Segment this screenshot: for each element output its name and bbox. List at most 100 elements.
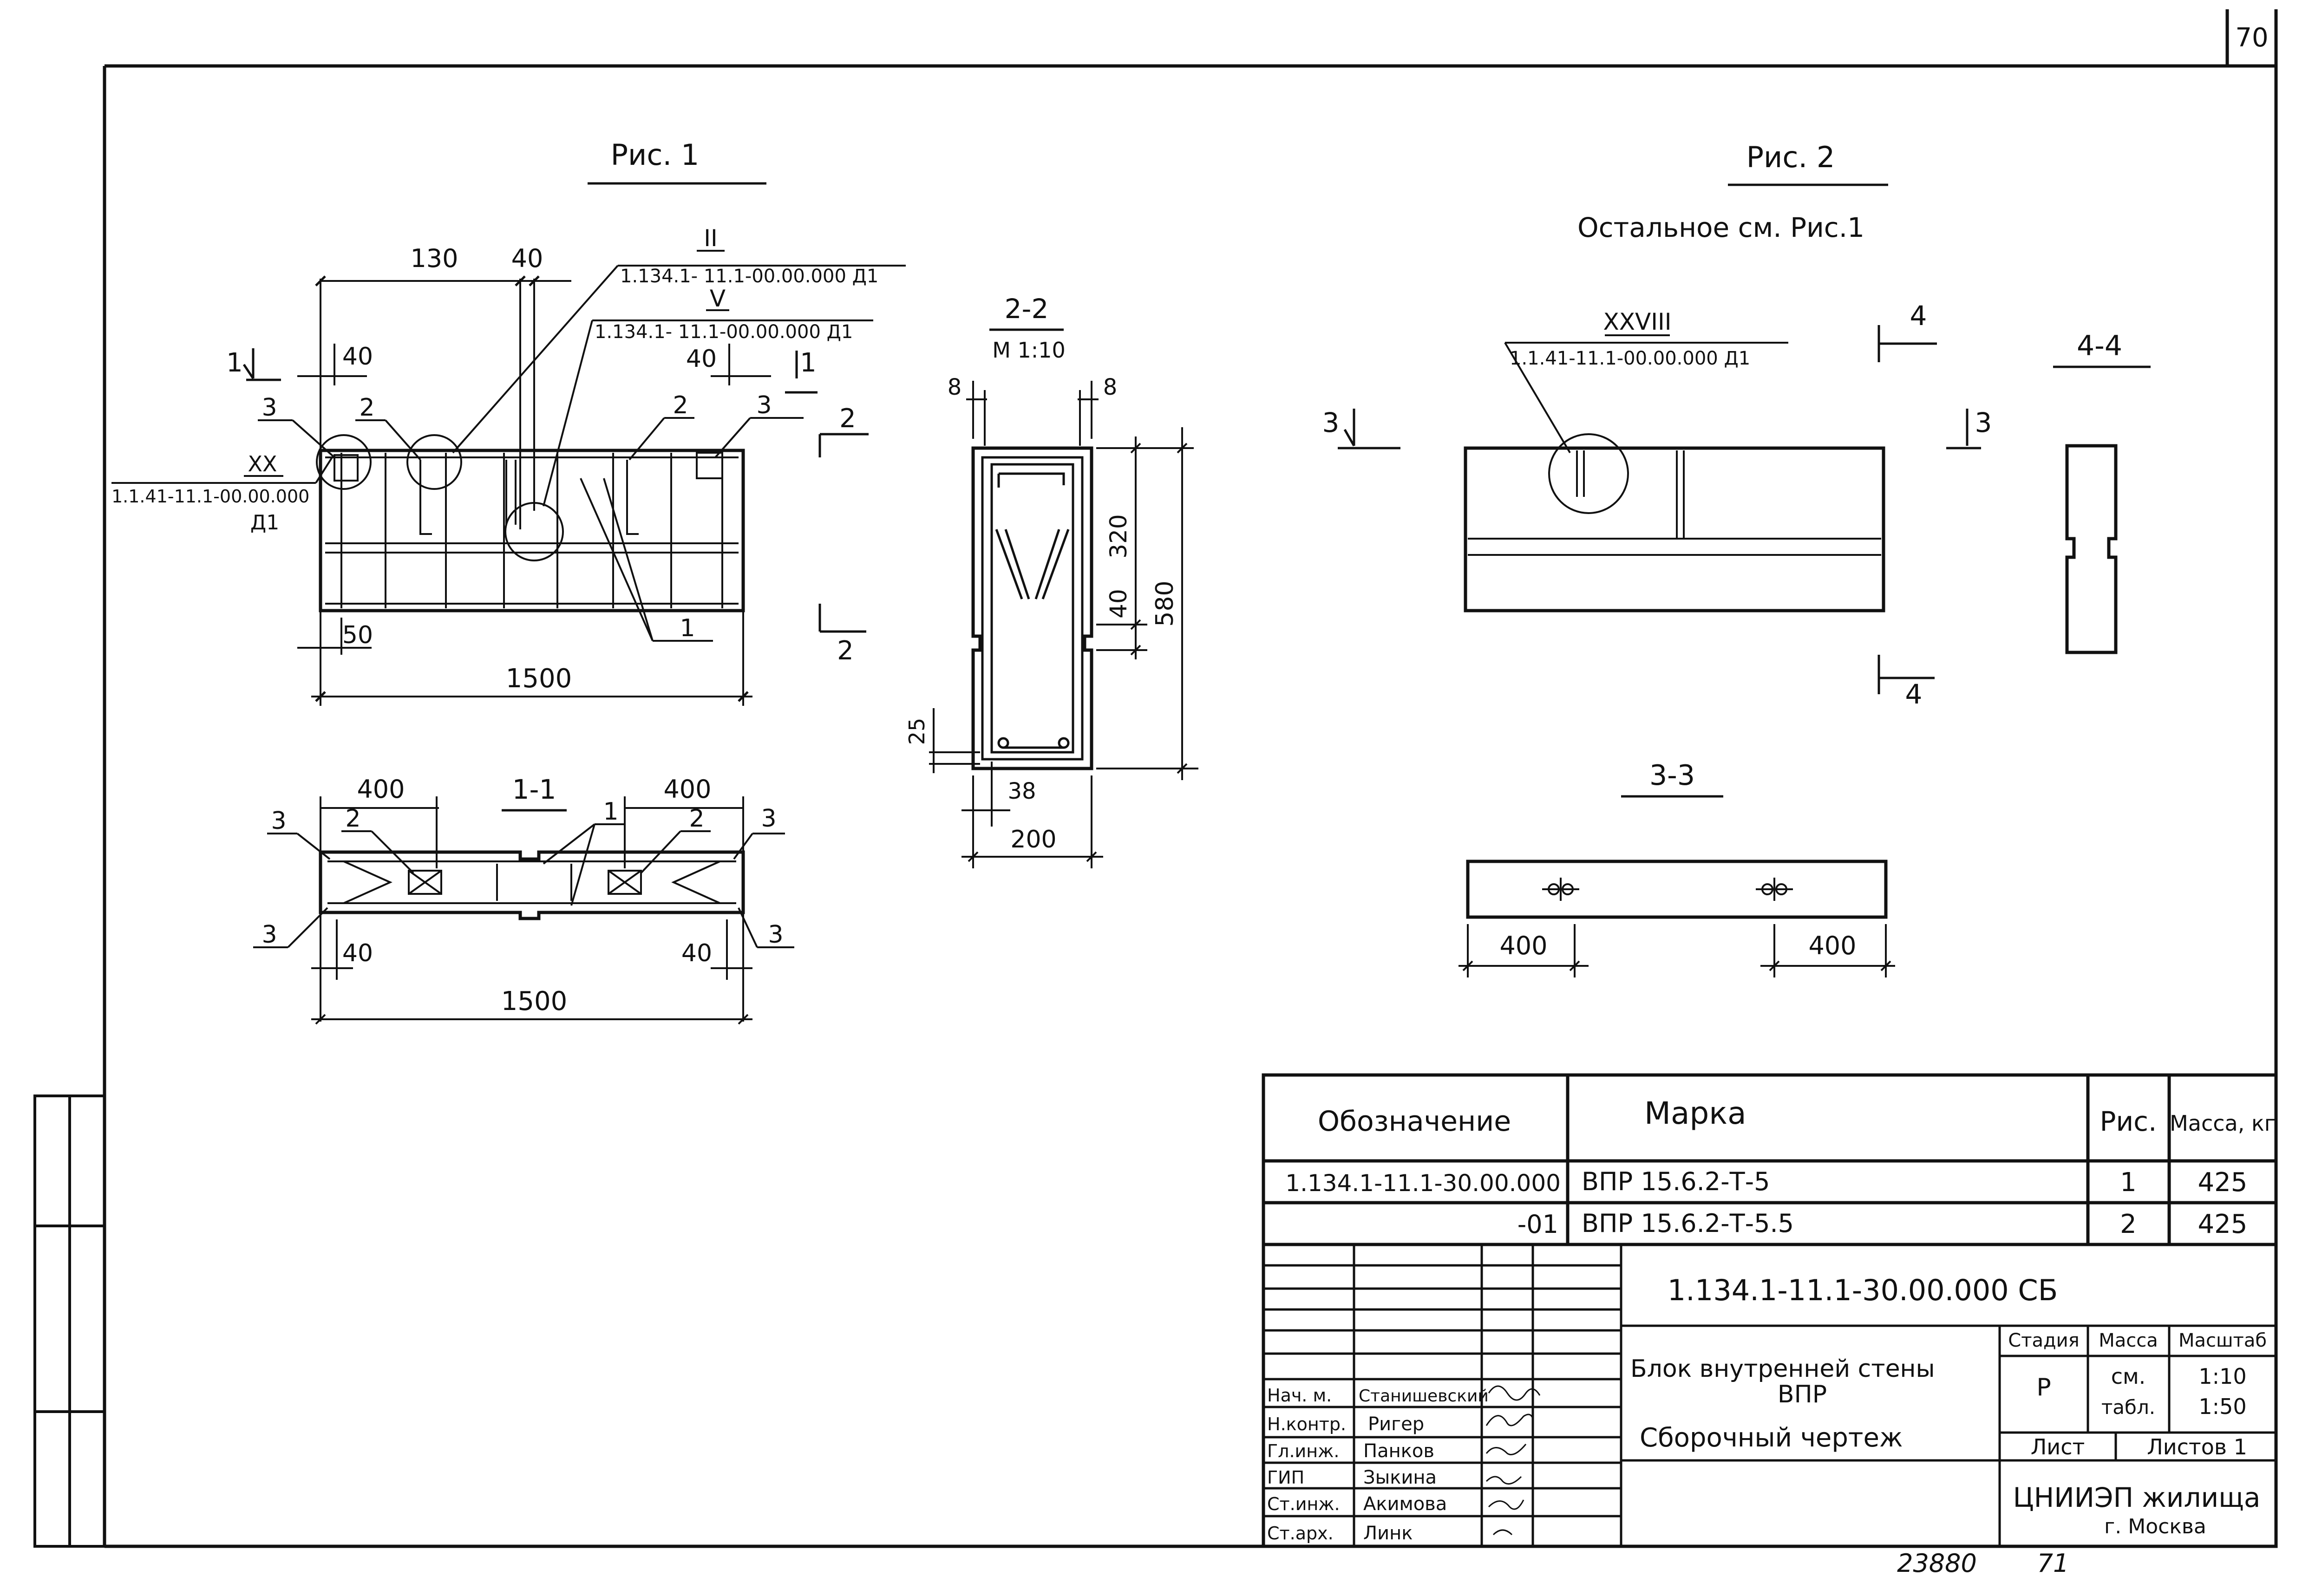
sheet-label: Лист [2031, 1434, 2085, 1459]
section-1-1-pos-3-top-left: 3 [271, 807, 286, 835]
section-1-1-title: 1-1 [512, 774, 556, 805]
sig-role-6: Ст.арх. [1267, 1523, 1334, 1544]
spec-row-2-mass: 425 [2198, 1209, 2248, 1239]
fig1-pos-2-left: 2 [359, 394, 374, 422]
section-1-1-pos-3-bottom-right: 3 [768, 921, 783, 949]
mass-label: Масса [2099, 1330, 2158, 1351]
section-1-1-pos-2-right: 2 [689, 805, 704, 833]
fig1-section-1-left: 1 [226, 348, 243, 378]
sig-role-2: Н.контр. [1267, 1414, 1346, 1434]
section-3-3: 3-3 400 400 [1459, 759, 1895, 977]
fig1-dim-130: 130 [410, 244, 458, 273]
section-2-2-dim-38: 38 [1007, 778, 1036, 804]
fig2-cut-3-left: 3 [1322, 407, 1340, 438]
section-3-3-title: 3-3 [1649, 759, 1695, 792]
section-2-2-dim-200: 200 [1010, 826, 1056, 853]
fig1: Рис. 1 [111, 138, 906, 706]
sig-role-1: Нач. м. [1267, 1385, 1332, 1406]
section-2-2: 2-2 М 1:10 [904, 293, 1198, 868]
section-4-4: 4-4 [2053, 330, 2151, 654]
sig-name-4: Зыкина [1363, 1467, 1437, 1488]
fig1-section-2-top: 2 [839, 404, 856, 434]
section-1-1-dim-400-right: 400 [663, 775, 711, 804]
binding-strip [33, 1094, 106, 1548]
fig1-callout-XX-suffix: Д1 [250, 511, 279, 534]
fig1-block [319, 449, 745, 612]
sheets-label: Листов 1 [2147, 1434, 2247, 1459]
scale-value-1: 1:10 [2198, 1364, 2246, 1389]
sig-name-6: Линк [1363, 1523, 1413, 1544]
fig1-pos-2-right: 2 [673, 391, 688, 419]
fig1-callout-XX-roman: XX [248, 451, 277, 476]
section-2-2-dim-40: 40 [1105, 589, 1132, 619]
spec-row-1-mass: 425 [2198, 1167, 2248, 1198]
section-2-2-dim-8-right: 8 [1103, 374, 1118, 400]
fig1-detail-circles [316, 434, 564, 561]
section-2-2-dim-580: 580 [1151, 580, 1179, 626]
fig2-note: Остальное см. Рис.1 [1577, 212, 1864, 243]
title-line-1: Блок внутренней стены [1630, 1355, 1935, 1383]
mass-value-2: табл. [2101, 1396, 2155, 1419]
fig2-callout-ref: 1.1.41-11.1-00.00.000 Д1 [1510, 348, 1750, 369]
sig-role-5: Ст.инж. [1267, 1494, 1340, 1514]
mass-value-1: см. [2111, 1364, 2146, 1389]
fig1-dim-50: 50 [342, 621, 373, 649]
fig1-callout-V-ref: 1.134.1- 11.1-00.00.000 Д1 [595, 321, 853, 343]
fig1-title: Рис. 1 [611, 138, 700, 172]
org-line-1: ЦНИИЭП жилища [2013, 1482, 2261, 1513]
section-1-1-pos-1: 1 [603, 798, 618, 826]
sig-name-5: Акимова [1363, 1493, 1447, 1515]
fig1-dim-40-top: 40 [511, 244, 543, 273]
fig1-pos-3-left: 3 [262, 394, 277, 422]
spec-header-designation: Обозначение [1318, 1105, 1511, 1138]
bottom-page: 71 [2037, 1549, 2069, 1578]
fig1-callout-XX-ref: 1.1.41-11.1-00.00.000 [111, 486, 309, 507]
fig1-dim-40-left: 40 [342, 343, 373, 371]
fig1-dim-1500: 1500 [506, 664, 572, 694]
spec-row-1-fig: 1 [2120, 1167, 2137, 1198]
section-2-2-dim-8-left: 8 [948, 374, 962, 400]
fig1-callout-V-roman: V [710, 285, 726, 312]
spec-row-2-mark: ВПР 15.6.2-Т-5.5 [1582, 1209, 1794, 1238]
spec-row-1-designation: 1.134.1-11.1-30.00.000 [1285, 1170, 1561, 1197]
section-3-3-dim-400-right: 400 [1808, 931, 1856, 960]
sig-name-2: Ригер [1368, 1414, 1424, 1435]
fig1-section-1-right: 1 [800, 348, 817, 378]
spec-header-mark: Марка [1644, 1095, 1746, 1131]
spec-row-2-fig: 2 [2120, 1209, 2137, 1239]
title-block: 1.134.1-11.1-30.00.000 СБ Блок внутренне… [1263, 1244, 2276, 1546]
sig-role-4: ГИП [1267, 1467, 1304, 1488]
bottom-code: 23880 [1897, 1549, 1977, 1578]
section-2-2-dim-320: 320 [1105, 514, 1132, 558]
fig2: Рис. 2 Остальное см. Рис.1 XXVIII 1.1.41… [1322, 140, 1992, 710]
fig2-cut-3-right: 3 [1975, 407, 1992, 438]
section-2-2-dim-25: 25 [904, 718, 929, 745]
fig1-dim-lines [297, 279, 771, 706]
scale-value-2: 1:50 [2198, 1394, 2246, 1419]
spec-header-mass: Масса, кг [2170, 1111, 2276, 1136]
fig1-callout-II-roman: II [704, 225, 718, 252]
fig1-dim-40-right: 40 [686, 345, 717, 373]
fig1-pos-3-right: 3 [756, 391, 772, 419]
sheet-frame [103, 9, 2278, 1548]
fig1-section-2-bottom: 2 [837, 636, 854, 666]
section-1-1-dim-400-left: 400 [357, 775, 405, 804]
section-1-1-dim-1500: 1500 [501, 986, 568, 1016]
fig1-dim-ticks [315, 275, 749, 702]
section-2-2-title: 2-2 [1005, 293, 1049, 325]
sig-name-3: Панков [1363, 1440, 1434, 1462]
fig2-cut-4-top: 4 [1910, 300, 1927, 332]
fig1-callout-II-ref: 1.134.1- 11.1-00.00.000 Д1 [620, 266, 878, 287]
stage-label: Стадия [2008, 1330, 2079, 1351]
org-line-2: г. Москва [2104, 1515, 2206, 1538]
section-1-1-pos-3-top-right: 3 [761, 805, 776, 833]
fig2-title: Рис. 2 [1746, 140, 1835, 174]
section-1-1-pos-2-left: 2 [345, 805, 360, 833]
title-line-2: ВПР [1778, 1381, 1827, 1408]
doc-code: 1.134.1-11.1-30.00.000 СБ [1668, 1273, 2058, 1307]
section-1-1: 1-1 [253, 774, 794, 1025]
sig-name-1: Станишевский [1359, 1387, 1489, 1406]
title-line-3: Сборочный чертеж [1640, 1423, 1903, 1453]
section-4-4-title: 4-4 [2077, 330, 2122, 362]
